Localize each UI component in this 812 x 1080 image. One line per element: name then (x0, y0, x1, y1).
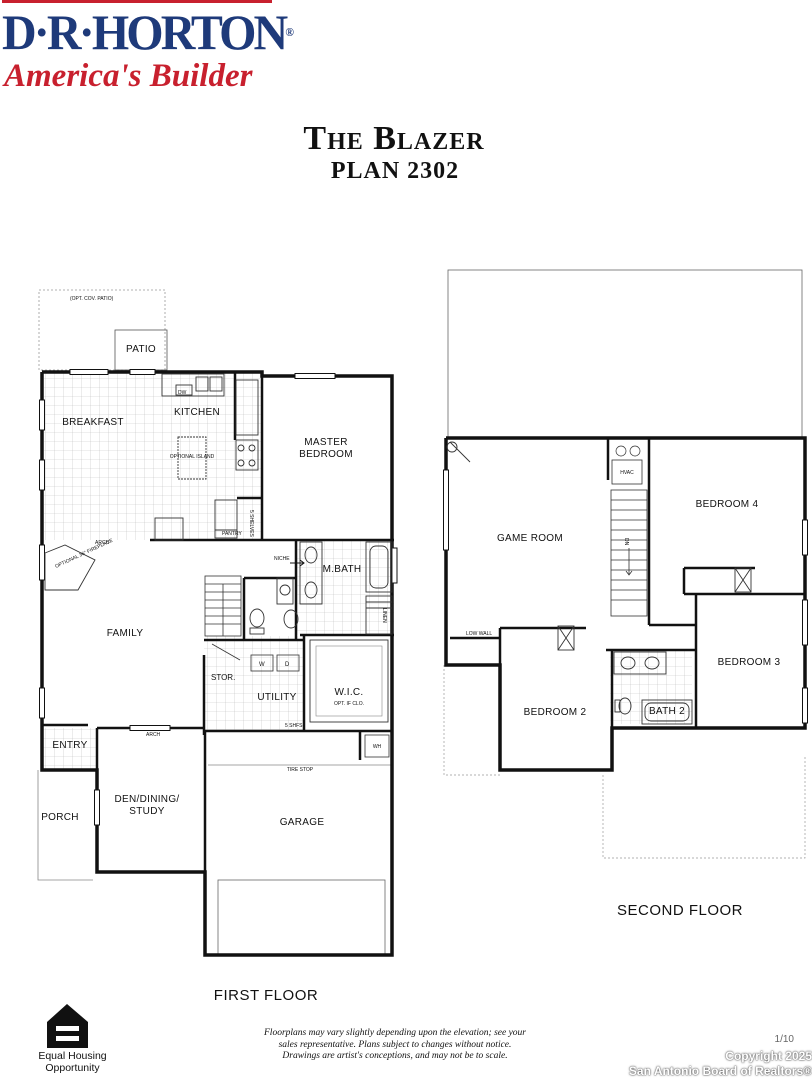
roof-outline-right (602, 756, 806, 859)
page-count: 1/10 (775, 1034, 795, 1045)
low-wall-label: LOW WALL (466, 631, 492, 637)
patio-label: PATIO (126, 344, 156, 355)
disclaimer-line-1: Floorplans may vary slightly depending u… (264, 1028, 526, 1038)
master-bath-tile (296, 540, 394, 635)
arch-top-label: ARCH (95, 540, 110, 546)
niche-label: NICHE (274, 556, 290, 562)
first-floor-interior-walls (42, 372, 394, 872)
brand-tagline: America's Builder (4, 58, 253, 94)
arch-bottom-label: ARCH (146, 732, 161, 738)
copyright-watermark: Copyright 2025 San Antonio Board of Real… (590, 1049, 812, 1079)
tire-stop-label: TIRE STOP (287, 767, 314, 773)
second-floor-stairs (610, 489, 648, 617)
garage-door-outline (217, 879, 386, 956)
roof-outline-left (443, 665, 500, 776)
disclaimer: Floorplans may vary slightly depending u… (225, 1028, 565, 1063)
wic-closet (309, 639, 389, 723)
roof-outline-top (447, 269, 803, 438)
disclaimer-line-3: Drawings are artist's conceptions, and m… (282, 1051, 508, 1061)
copyright-line-2: San Antonio Board of Realtors® (628, 1064, 812, 1078)
porch-outline (37, 770, 93, 881)
entry-label: ENTRY (52, 740, 87, 751)
kitchen-label: KITCHEN (174, 407, 220, 418)
opt-cov-patio-label: (OPT. COV. PATIO) (70, 296, 114, 302)
kitchen-fixtures (154, 373, 259, 541)
shelves-label: 5 SHELVES (248, 510, 254, 538)
first-floor-exterior-walls (40, 370, 394, 957)
dryer-label: D (285, 662, 290, 668)
brand-registered-mark: ® (285, 25, 294, 39)
bath2-label: BATH 2 (649, 706, 685, 717)
washer-label: W (259, 662, 265, 668)
family-label: FAMILY (107, 628, 144, 639)
hvac-vent-icon (615, 445, 627, 457)
fireplace-shape (44, 544, 96, 591)
brand-logo: D·R·HORTON® America's Builder (0, 0, 294, 100)
washer-shape (250, 654, 274, 672)
wic-note-label: OPT. IF CLO. (334, 701, 364, 707)
bedroom3-label: BEDROOM 3 (718, 657, 781, 668)
hvac-closet (611, 459, 643, 485)
first-floor-windows (39, 369, 398, 826)
brand-name: D·R·HORTON® (2, 4, 294, 60)
second-floor-label: SECOND FLOOR (617, 902, 743, 919)
first-floor-stairs (204, 575, 242, 661)
dn-label: DN (623, 538, 629, 546)
copyright-line-1: Copyright 2025 (725, 1049, 812, 1063)
study-label: STUDY (129, 806, 164, 817)
equal-housing-label: Equal Housing Opportunity (30, 1050, 115, 1074)
master-bath-fixtures (249, 541, 393, 635)
wic-label: W.I.C. (334, 687, 363, 698)
second-floor-plan: GAME ROOM HVAC DN BEDROOM 4 LOW WALL BED… (443, 269, 808, 919)
plan-title: The Blazer (303, 120, 485, 157)
bath2-tile (610, 650, 692, 724)
equal-housing-line-2: Opportunity (45, 1062, 100, 1074)
optional-island-label: OPTIONAL ISLAND (170, 454, 215, 460)
disclaimer-line-2: sales representative. Plans subject to c… (278, 1039, 512, 1050)
stor-label: STOR. (211, 673, 235, 682)
m-bath-label: M.BATH (323, 564, 362, 575)
water-heater-box (364, 734, 390, 758)
breakfast-kitchen-tile (44, 372, 262, 540)
first-floor-plan: (OPT. COV. PATIO) PATIO BREAKFAST KITCHE… (37, 289, 398, 1004)
porch-label: PORCH (41, 812, 79, 823)
entry-tile (42, 728, 97, 770)
bedroom2-label: BEDROOM 2 (524, 707, 587, 718)
first-floor-label: FIRST FLOOR (214, 987, 318, 1004)
plan-number: PLAN 2302 (330, 158, 460, 184)
equal-housing-line-1: Equal Housing (38, 1050, 107, 1062)
brand-top-rule (2, 0, 272, 3)
brand-name-text: D·R·HORTON (2, 4, 288, 60)
wh-label: WH (373, 744, 382, 750)
dw-label: DW (178, 390, 187, 396)
utility-tile (204, 636, 304, 731)
equal-housing-icon (47, 1004, 88, 1048)
hvac-label: HVAC (620, 470, 634, 476)
second-floor-interior-walls (450, 438, 805, 728)
second-floor-windows (443, 469, 808, 724)
niche-arrow-icon (290, 559, 305, 567)
utility-shelves-label: 5 SHFS (285, 723, 303, 729)
pantry-label: PANTRY (222, 531, 242, 537)
bath2-fixtures (613, 651, 693, 725)
bedroom4-label: BEDROOM 4 (696, 499, 759, 510)
den-label: DEN/DINING/ (115, 794, 180, 805)
wic-shelving (315, 645, 383, 717)
dryer-shape (276, 654, 300, 672)
hvac-vent-icon-2 (629, 445, 641, 457)
linen-label: LINEN (381, 608, 387, 623)
game-room-label: GAME ROOM (497, 533, 563, 544)
linen-closets (446, 441, 752, 651)
garage-label: GARAGE (280, 817, 325, 828)
utility-label: UTILITY (257, 692, 296, 703)
breakfast-label: BREAKFAST (62, 417, 124, 428)
